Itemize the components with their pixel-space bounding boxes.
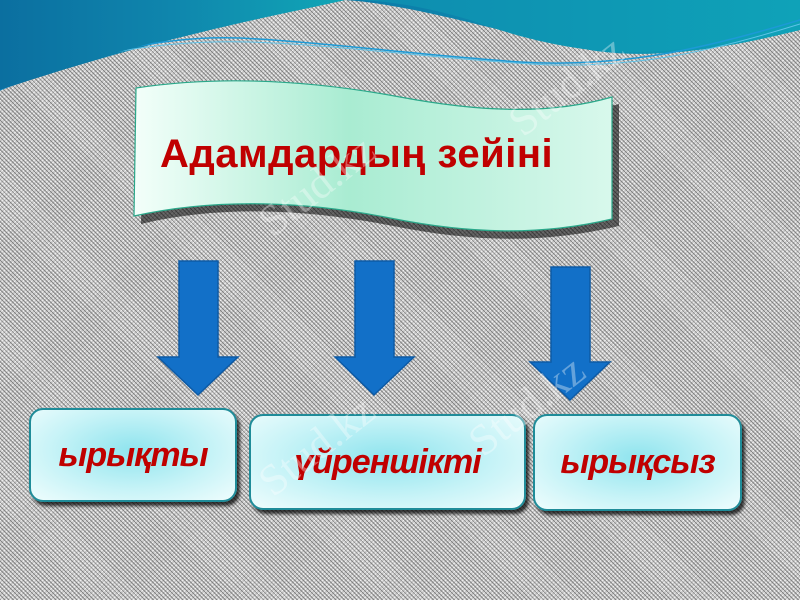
box-voluntary-label: ырықты [58,435,208,474]
box-habitual-label: үйреншікті [294,442,481,481]
box-involuntary-label: ырықсыз [560,443,715,481]
box-voluntary: ырықты [29,408,237,502]
title-banner [133,80,613,232]
arrow-down-icon-2 [333,260,416,397]
arrow-down-icon-1 [156,260,240,397]
box-habitual: үйреншікті [249,414,526,510]
arrow-down-icon-3 [528,266,612,402]
box-involuntary: ырықсыз [533,414,742,511]
slide-title: Адамдардың зейіні [160,132,554,176]
